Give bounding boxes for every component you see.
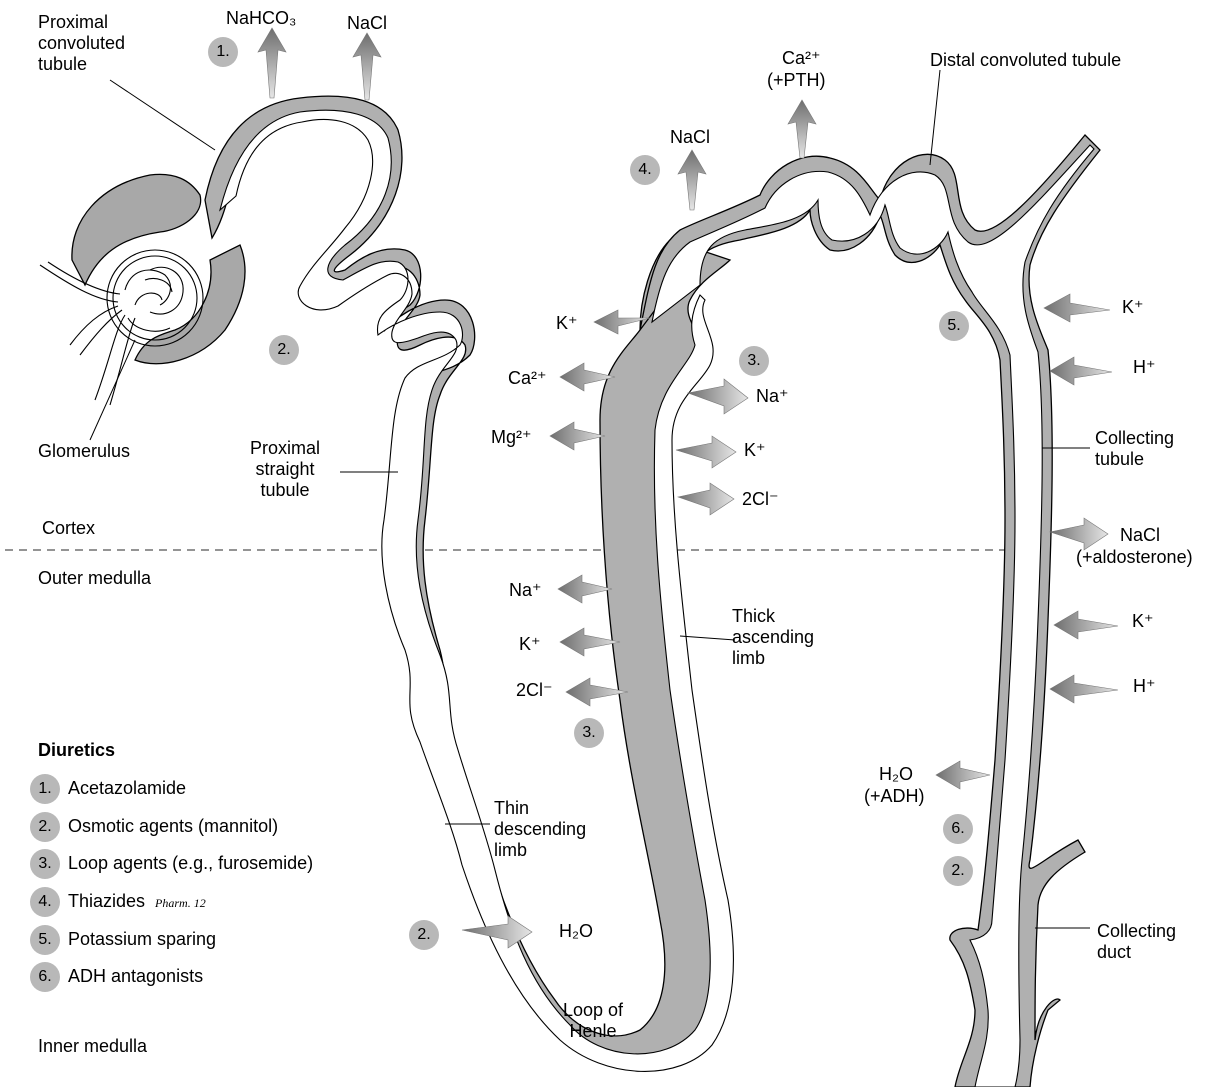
legend-note: Pharm. 12 (155, 896, 206, 910)
ion-ca-pth: Ca²⁺ (782, 48, 821, 69)
loop-of-henle-label: Loop of Henle (563, 1000, 623, 1042)
arrow-h2o-adh (936, 761, 990, 789)
ion-nacl-distal: NaCl (670, 127, 710, 148)
arrow-nacl-distal (678, 150, 706, 210)
arrow-ca-pth (788, 100, 816, 158)
ion-h2o-adh-note: (+ADH) (864, 786, 925, 807)
glomerulus-label: Glomerulus (38, 441, 130, 462)
ion-h-coll-1: H⁺ (1133, 357, 1156, 378)
ion-nahco3: NaHCO₃ (226, 8, 296, 29)
badge-5: 5. (939, 311, 969, 341)
thin-descending-limb-label: Thin descending limb (494, 798, 586, 861)
legend-label-wrap: Thiazides Pharm. 12 (68, 891, 206, 912)
arrow-cl-in (678, 483, 734, 515)
ion-k-tal-out: K⁺ (556, 313, 578, 334)
arrow-h-coll-2 (1050, 675, 1118, 703)
collecting-tubule-label: Collecting tubule (1095, 428, 1174, 470)
ion-mg-tal: Mg²⁺ (491, 427, 532, 448)
thick-ascending-limb-label: Thick ascending limb (732, 606, 814, 669)
arrow-na-med (558, 575, 612, 603)
badge-2-descending: 2. (409, 920, 439, 950)
distal-convoluted-tubule-label: Distal convoluted tubule (930, 50, 1121, 71)
cortex-label: Cortex (42, 518, 95, 539)
legend-label: Potassium sparing (68, 929, 216, 950)
legend-label: Loop agents (e.g., furosemide) (68, 853, 313, 874)
badge-1: 1. (208, 37, 238, 67)
arrow-na-in (688, 379, 748, 414)
arrow-h-coll-1 (1050, 357, 1112, 385)
proximal-straight-tubule-label: Proximal straight tubule (250, 438, 320, 501)
proximal-convoluted-tubule-label: Proximal convoluted tubule (38, 12, 125, 75)
ion-ca-pth-note: (+PTH) (767, 70, 826, 91)
legend-title: Diuretics (38, 740, 115, 761)
arrow-nacl-ald (1050, 518, 1108, 550)
glomerulus-capillaries (40, 250, 203, 405)
legend-label: Thiazides (68, 891, 145, 911)
legend-badge: 4. (30, 887, 60, 917)
arrow-mg-tal (550, 422, 605, 450)
arrow-nacl-proximal (353, 33, 381, 100)
ion-nacl-proximal: NaCl (347, 13, 387, 34)
badge-4: 4. (630, 155, 660, 185)
legend-badge: 2. (30, 812, 60, 842)
legend-badge: 5. (30, 925, 60, 955)
ion-nacl-ald: NaCl (1120, 525, 1160, 546)
legend-label: ADH antagonists (68, 966, 203, 987)
ion-h-coll-2: H⁺ (1133, 676, 1156, 697)
ion-k-coll-1: K⁺ (1122, 297, 1144, 318)
ion-na-med: Na⁺ (509, 580, 542, 601)
badge-3-upper: 3. (739, 346, 769, 376)
collecting-duct-label: Collecting duct (1097, 921, 1176, 963)
ion-k-coll-2: K⁺ (1132, 611, 1154, 632)
ion-k-med: K⁺ (519, 634, 541, 655)
legend-badge: 6. (30, 962, 60, 992)
ion-ca-tal: Ca²⁺ (508, 368, 547, 389)
legend-badge: 3. (30, 849, 60, 879)
ion-h2o-desc: H₂O (559, 921, 593, 942)
ion-cl-med: 2Cl⁻ (516, 680, 553, 701)
ion-k-in: K⁺ (744, 440, 766, 461)
badge-3-lower: 3. (574, 718, 604, 748)
ion-na-in: Na⁺ (756, 386, 789, 407)
arrow-k-coll-2 (1054, 611, 1118, 639)
badge-2-proximal: 2. (269, 335, 299, 365)
ion-cl-in: 2Cl⁻ (742, 489, 779, 510)
legend-label: Acetazolamide (68, 778, 186, 799)
arrow-k-in (676, 436, 736, 468)
badge-2-collecting: 2. (943, 856, 973, 886)
legend-label: Osmotic agents (mannitol) (68, 816, 278, 837)
inner-medulla-label: Inner medulla (38, 1036, 147, 1057)
ion-nacl-ald-note: (+aldosterone) (1076, 547, 1193, 568)
proximal-tubule-wall (205, 96, 730, 1063)
arrow-k-coll-1 (1044, 294, 1110, 322)
badge-6: 6. (943, 814, 973, 844)
arrow-nahco3 (258, 28, 286, 98)
legend-badge: 1. (30, 774, 60, 804)
ion-h2o-adh: H₂O (879, 764, 913, 785)
outer-medulla-label: Outer medulla (38, 568, 151, 589)
